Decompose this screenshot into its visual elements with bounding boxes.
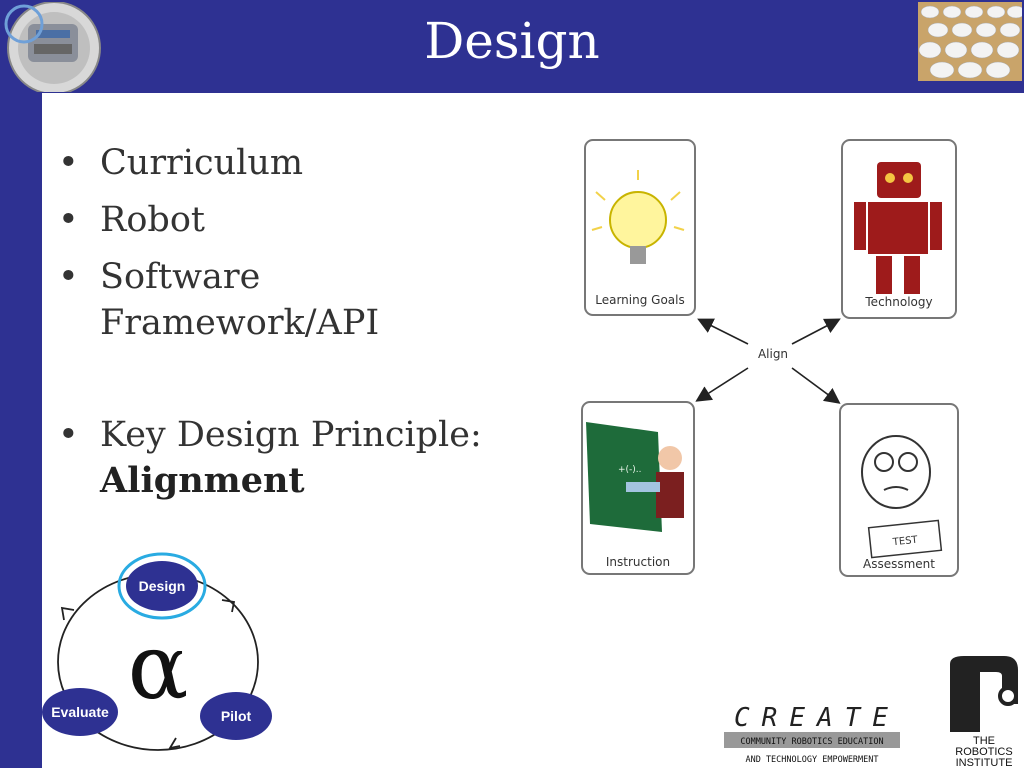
- bullet-item-principle: •Key Design Principle:Alignment: [58, 415, 482, 501]
- card-label-instruction: Instruction: [606, 555, 670, 569]
- svg-text:Design: Design: [139, 578, 186, 594]
- svg-text:Pilot: Pilot: [221, 708, 252, 724]
- card-instruction: +(-).. Instruction: [581, 401, 695, 575]
- svg-text:+(-)..: +(-)..: [618, 465, 642, 475]
- svg-text:THE: THE: [973, 735, 995, 747]
- card-technology: Technology: [841, 139, 957, 319]
- create-logo: CREATE COMMUNITY ROBOTICS EDUCATION AND …: [724, 703, 900, 765]
- title-bar: [0, 0, 1024, 93]
- robotics-institute-logo: THE ROBOTICS INSTITUTE: [950, 656, 1018, 768]
- node-design: Design: [117, 552, 207, 620]
- bullet-item: •Robot: [58, 200, 205, 240]
- card-learning-goals: Learning Goals: [584, 139, 696, 316]
- card-label-assessment: Assessment: [863, 557, 935, 571]
- principle-emphasis: Alignment: [100, 460, 305, 501]
- design-cycle-diagram: α Design Pilot Evaluate: [42, 552, 272, 751]
- alignment-diagram: Learning Goals Technology +(-).. Instruc…: [581, 139, 959, 577]
- left-accent-bar: [0, 93, 42, 768]
- robots-photo: [918, 2, 1022, 81]
- arrow-to-instruction: [695, 367, 749, 402]
- arrow-to-learning-goals: [697, 318, 749, 345]
- svg-text:TEST: TEST: [891, 535, 919, 549]
- bullet-item: •Software Framework/API: [58, 257, 380, 343]
- bullet-list: •Curriculum •Robot •Software Framework/A…: [58, 140, 528, 515]
- slide-title: Design: [424, 12, 600, 70]
- card-label-technology: Technology: [864, 295, 932, 309]
- arrow-to-technology: [791, 318, 841, 345]
- alpha-symbol: α: [128, 615, 189, 720]
- card-label-learning-goals: Learning Goals: [595, 293, 685, 307]
- align-label: Align: [758, 347, 788, 361]
- card-assessment: TEST Assessment: [839, 403, 959, 577]
- svg-text:ROBOTICS: ROBOTICS: [955, 746, 1012, 758]
- arrow-to-assessment: [791, 367, 841, 404]
- svg-text:CREATE: CREATE: [734, 703, 900, 733]
- svg-text:COMMUNITY ROBOTICS EDUCATION: COMMUNITY ROBOTICS EDUCATION: [740, 737, 883, 747]
- node-pilot: Pilot: [200, 692, 272, 740]
- svg-text:Evaluate: Evaluate: [51, 704, 109, 720]
- node-evaluate: Evaluate: [42, 688, 118, 736]
- svg-text:INSTITUTE: INSTITUTE: [956, 757, 1013, 768]
- bullet-item: •Curriculum: [58, 143, 304, 183]
- robot-logo-left: [4, 2, 101, 92]
- svg-text:AND TECHNOLOGY EMPOWERMENT: AND TECHNOLOGY EMPOWERMENT: [745, 755, 878, 765]
